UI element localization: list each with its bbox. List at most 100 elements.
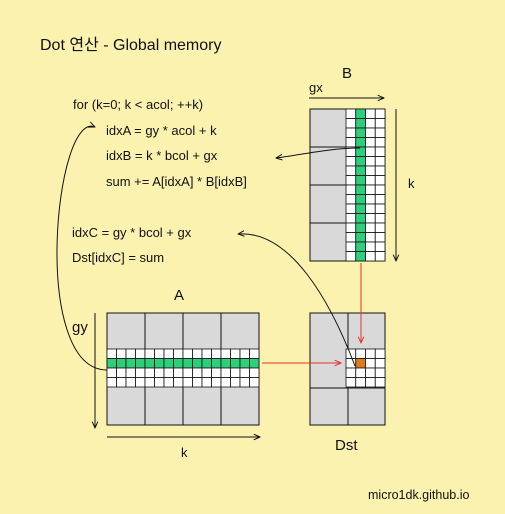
matrix-b-cell — [355, 184, 366, 195]
code-idxC: idxC = gy * bcol + gx — [72, 225, 192, 240]
dst-cell — [345, 348, 357, 359]
matrix-a-cell — [249, 377, 260, 388]
matrix-b-label: B — [342, 65, 352, 82]
matrix-b-cell — [345, 156, 357, 167]
matrix-a-cell — [106, 377, 117, 388]
matrix-a-cell — [116, 367, 127, 378]
matrix-b-cell — [345, 232, 357, 243]
matrix-a-cell — [249, 348, 260, 359]
matrix-a-rows — [106, 313, 260, 425]
matrix-b-cell — [345, 175, 357, 186]
matrix-a-cell — [173, 358, 184, 369]
k-label-a: k — [181, 445, 188, 460]
matrix-b-columns — [310, 108, 386, 262]
matrix-a-cell — [192, 377, 203, 388]
matrix-b-cell — [345, 203, 357, 214]
matrix-b-cell — [355, 156, 366, 167]
matrix-a-cell — [106, 348, 117, 359]
matrix-b-cell — [365, 146, 376, 157]
matrix-a-cell — [163, 377, 174, 388]
matrix-b-cell — [345, 241, 357, 252]
matrix-a-cell — [144, 377, 155, 388]
matrix-a-cell — [106, 367, 117, 378]
matrix-a-cell — [249, 358, 260, 369]
code-sum: sum += A[idxA] * B[idxB] — [106, 174, 247, 189]
matrix-a-cell — [211, 348, 222, 359]
matrix-b-cell — [374, 184, 386, 195]
matrix-b-cell — [374, 165, 386, 176]
matrix-a-cell — [116, 348, 127, 359]
matrix-a-cell — [173, 348, 184, 359]
matrix-b-cell — [355, 108, 366, 119]
curve-dst-to-idxC — [238, 234, 356, 367]
matrix-a-cell — [182, 367, 193, 378]
matrix-b-cell — [345, 137, 357, 148]
matrix-a-cell — [201, 367, 212, 378]
matrix-b-cell — [374, 241, 386, 252]
matrix-b-cell — [345, 118, 357, 129]
matrix-a-cell — [230, 348, 241, 359]
matrix-b-cell — [345, 165, 357, 176]
code-dst: Dst[idxC] = sum — [72, 250, 164, 265]
matrix-a-cell — [154, 348, 165, 359]
matrix-b-cell — [365, 137, 376, 148]
k-label-b: k — [408, 176, 415, 191]
matrix-b-cell — [365, 165, 376, 176]
matrix-b-cell — [365, 241, 376, 252]
matrix-a-cell — [106, 358, 117, 369]
gy-label: gy — [72, 319, 88, 336]
matrix-a-cell — [135, 358, 146, 369]
matrix-b-cell — [355, 213, 366, 224]
matrix-b-cell — [374, 156, 386, 167]
matrix-a-cell — [192, 348, 203, 359]
matrix-b-cell — [374, 232, 386, 243]
matrix-a-cell — [116, 377, 127, 388]
matrix-b: B gx k — [309, 65, 415, 261]
matrix-a-cell — [154, 367, 165, 378]
matrix-a-cell — [163, 358, 174, 369]
matrix-b-cell — [374, 251, 386, 262]
matrix-b-cell — [365, 175, 376, 186]
matrix-b-cell — [345, 127, 357, 138]
matrix-a-cell — [135, 367, 146, 378]
matrix-a-cell — [220, 377, 231, 388]
matrix-a-cell — [182, 348, 193, 359]
matrix-a-cell — [173, 367, 184, 378]
matrix-b-cell — [365, 213, 376, 224]
code-idxA: idxA = gy * acol + k — [106, 123, 217, 138]
matrix-a-cell — [182, 358, 193, 369]
matrix-b-cell — [374, 194, 386, 205]
dst-cell — [374, 367, 386, 378]
matrix-b-cell — [365, 203, 376, 214]
dst-cell — [345, 367, 357, 378]
matrix-b-cell — [355, 127, 366, 138]
matrix-b-cell — [345, 222, 357, 233]
matrix-b-cell — [345, 184, 357, 195]
matrix-a-cell — [211, 377, 222, 388]
diagram-title: Dot 연산 - Global memory — [40, 36, 221, 54]
matrix-b-cell — [374, 175, 386, 186]
matrix-dst-label: Dst — [335, 437, 358, 454]
matrix-a: A gy k — [72, 287, 260, 460]
dst-cell — [374, 377, 386, 388]
matrix-a-cell — [135, 348, 146, 359]
matrix-b-cell — [355, 222, 366, 233]
matrix-a-cell — [239, 358, 250, 369]
matrix-b-cell — [355, 203, 366, 214]
matrix-a-cell — [192, 358, 203, 369]
matrix-b-cell — [374, 213, 386, 224]
matrix-a-cell — [201, 358, 212, 369]
matrix-b-cell — [374, 127, 386, 138]
matrix-a-cell — [201, 348, 212, 359]
matrix-b-cell — [355, 175, 366, 186]
matrix-b-cell — [374, 108, 386, 119]
matrix-b-cell — [355, 194, 366, 205]
dst-cell — [345, 377, 357, 388]
matrix-b-cell — [365, 251, 376, 262]
matrix-a-cell — [220, 348, 231, 359]
matrix-a-cell — [125, 377, 136, 388]
matrix-a-cell — [220, 367, 231, 378]
matrix-a-cell — [249, 367, 260, 378]
matrix-dst: Dst — [309, 312, 386, 454]
matrix-a-cell — [116, 358, 127, 369]
